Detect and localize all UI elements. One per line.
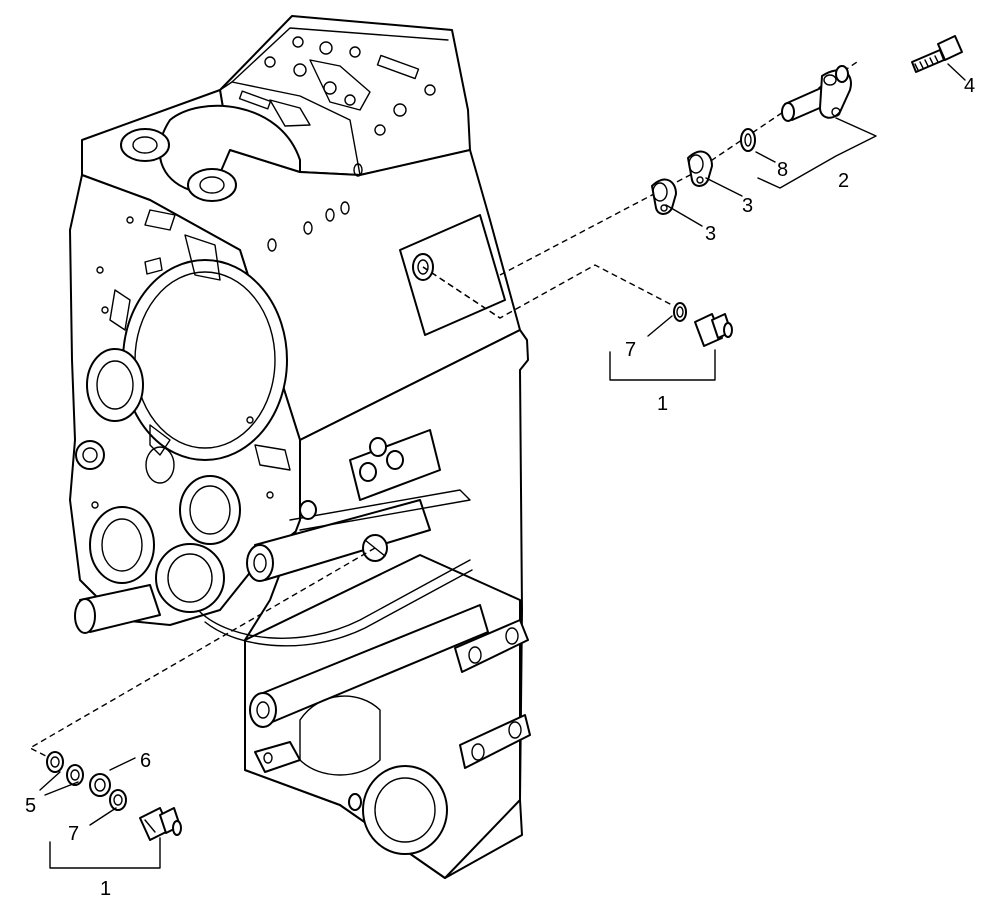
callout-4: 4 xyxy=(964,75,975,97)
left-fitting-nipple xyxy=(139,807,182,841)
left-seal-part-6 xyxy=(89,773,111,797)
housing-dome xyxy=(120,104,301,202)
sensor-part-2 xyxy=(781,65,852,122)
o-ring-part-8 xyxy=(740,128,756,152)
left-washer-part-7 xyxy=(109,789,127,811)
right-washer-part-7 xyxy=(673,302,687,322)
left-washer-part-5a xyxy=(46,751,64,773)
callout-1-left: 1 xyxy=(100,878,111,900)
lower-lugs xyxy=(254,619,531,855)
callout-8: 8 xyxy=(777,159,788,181)
bracket-group-1-left xyxy=(49,837,161,869)
shafts-and-tubes xyxy=(74,489,489,728)
callout-3-upper: 3 xyxy=(742,195,753,217)
flange-openings xyxy=(75,209,291,613)
gasket-part-3-upper xyxy=(687,150,713,187)
callout-3-lower: 3 xyxy=(705,223,716,245)
gasket-part-3-lower xyxy=(651,178,677,215)
callout-6: 6 xyxy=(140,750,151,772)
callout-1-right: 1 xyxy=(657,393,668,415)
bracket-group-1-right xyxy=(609,349,716,381)
callout-2: 2 xyxy=(838,170,849,192)
bolt-part-4 xyxy=(911,35,963,73)
top-plate-details xyxy=(219,27,449,176)
upper-face-holes xyxy=(267,163,506,336)
callout-7-right: 7 xyxy=(625,339,636,361)
callout-5: 5 xyxy=(25,795,36,817)
bracket-group-2 xyxy=(757,117,877,189)
left-washer-part-5b xyxy=(66,764,84,786)
callout-leaders xyxy=(39,63,966,826)
right-fitting-nipple xyxy=(694,313,733,347)
callout-7-left: 7 xyxy=(68,823,79,845)
